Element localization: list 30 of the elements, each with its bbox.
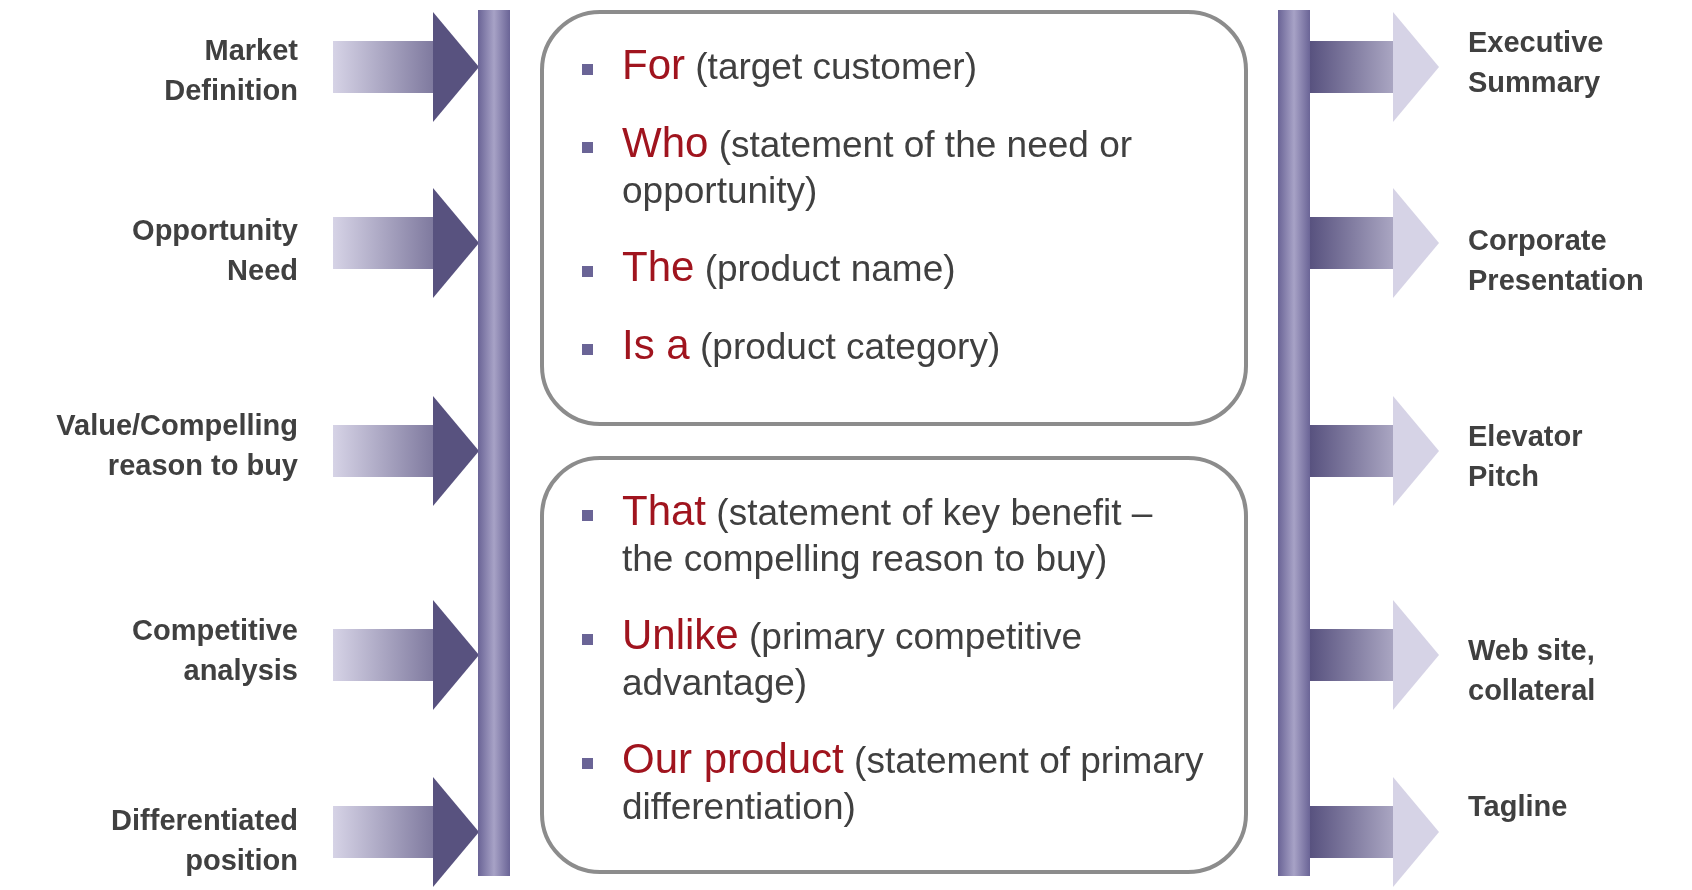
block-arrow xyxy=(1310,777,1439,887)
rounded-panel xyxy=(540,10,1248,426)
bullet-statement: That (statement of key benefit – the compelling reason to buy) xyxy=(582,488,1214,582)
block-arrow xyxy=(333,777,479,887)
block-arrow xyxy=(1310,12,1439,122)
bullet-statement: Is a (product category) xyxy=(582,322,1214,370)
label-text: Elevator Pitch xyxy=(1468,416,1628,496)
label-text: Opportunity Need xyxy=(98,210,298,290)
bullet-statement: Unlike (primary competitive advantage) xyxy=(582,612,1214,706)
label-text: Tagline xyxy=(1468,786,1692,826)
block-arrow xyxy=(333,188,479,298)
bullet-statement: Who (statement of the need or opportunity) xyxy=(582,120,1214,214)
block-arrow xyxy=(333,12,479,122)
bullet-statement: For (target customer) xyxy=(582,42,1214,90)
label-text: Market Definition xyxy=(128,30,298,110)
label-text: Corporate Presentation xyxy=(1468,220,1692,300)
label-text: Differentiated position xyxy=(20,800,298,880)
bullet-statement: The (product name) xyxy=(582,244,1214,292)
rounded-panel xyxy=(540,456,1248,874)
label-text: Executive Summary xyxy=(1468,22,1692,102)
block-arrow xyxy=(1310,188,1439,298)
block-arrow xyxy=(1310,600,1439,710)
vertical-bar xyxy=(478,10,510,876)
label-text: Competitive analysis xyxy=(20,610,298,690)
bullet-statement: Our product (statement of primary differentiation) xyxy=(582,736,1214,830)
vertical-bar xyxy=(1278,10,1310,876)
label-text: Value/Compelling reason to buy xyxy=(5,405,298,485)
block-arrow xyxy=(333,396,479,506)
block-arrow xyxy=(333,600,479,710)
label-text: Web site, collateral xyxy=(1468,630,1692,710)
